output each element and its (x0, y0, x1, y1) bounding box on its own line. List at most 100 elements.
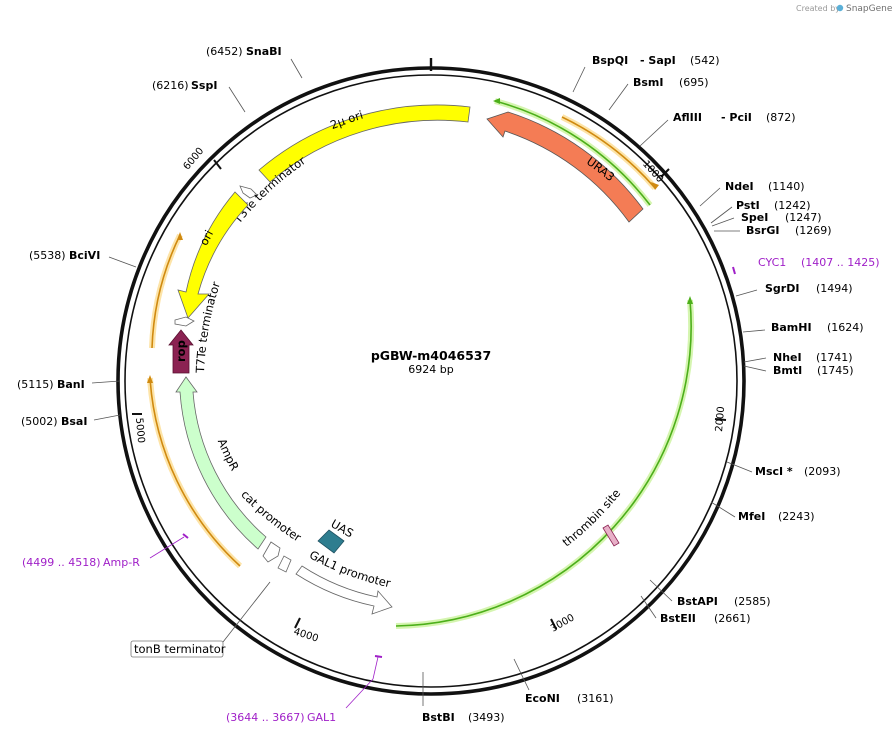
site-pos-psti: (1242) (774, 199, 811, 212)
left-orange-lower (149, 377, 241, 567)
feature-cat-promoter[interactable] (262, 541, 281, 563)
site-pos-bsai: (5002) (21, 415, 58, 428)
primer-leader-ampr (149, 536, 185, 559)
site-bmti[interactable]: BmtI (773, 364, 802, 377)
site-afliii[interactable]: AflIII (673, 111, 702, 124)
site-pos-ndei: (1140) (768, 180, 805, 193)
bsmi-orange-track (561, 116, 656, 189)
ura3-track-arrow-icon (493, 98, 500, 104)
tick-label-4000: 4000 (292, 626, 320, 644)
site-pos-bamhi: (1624) (827, 321, 864, 334)
primer-cyc1[interactable]: CYC1 (758, 256, 786, 269)
feature-gal1-promoter[interactable] (295, 565, 393, 615)
label-tonb-terminator[interactable]: tonB terminator (134, 642, 226, 656)
site-pos-bspqi: (542) (690, 54, 720, 67)
site-leader-lines (91, 58, 767, 706)
site-pos-bsmi: (695) (679, 76, 709, 89)
site-pos-sgrdi: (1494) (816, 282, 853, 295)
site-pos-econi: (3161) (577, 692, 614, 705)
feature-thrombin-site[interactable] (602, 524, 620, 547)
site-bani[interactable]: BanI (57, 378, 85, 391)
feature-ori[interactable] (177, 191, 249, 319)
primer-ampr[interactable]: Amp-R (103, 556, 140, 569)
left-orange-upper (151, 234, 181, 349)
feature-ampr[interactable] (175, 376, 267, 550)
site-pos-afliii: (872) (766, 111, 796, 124)
feature-ura3[interactable] (486, 111, 644, 223)
credit-prefix: Created by (796, 4, 840, 13)
site-mfei[interactable]: MfeI (738, 510, 765, 523)
scale-ticks (132, 159, 727, 630)
primer-leader-gal1-b (372, 656, 379, 680)
snapgene-logo-icon (836, 4, 844, 12)
site-pos-bmti: (1745) (817, 364, 854, 377)
ura3-track (494, 100, 651, 206)
plasmid-length: 6924 bp (408, 363, 453, 376)
site-pos-bstapi: (2585) (734, 595, 771, 608)
site-snabi[interactable]: SnaBI (246, 45, 282, 58)
site-bsmi[interactable]: BsmI (633, 76, 664, 89)
tick-label-5000: 5000 (133, 417, 146, 443)
tonb-label-box (130, 640, 224, 658)
site-pos-snabi: (6452) (206, 45, 243, 58)
tick-label-2000: 2000 (714, 406, 727, 432)
feature-tonb-terminator[interactable] (277, 555, 292, 573)
green-orf-arrow-icon (687, 296, 693, 304)
primer-range-cyc1: (1407 .. 1425) (801, 256, 880, 269)
backbone-inner-ring (124, 74, 738, 688)
primer-mark-ampr (182, 533, 189, 539)
site-psti[interactable]: PstI (736, 199, 760, 212)
site-pos-mfei: (2243) (778, 510, 815, 523)
site-bstbi[interactable]: BstBI (422, 711, 455, 724)
orange-track-arrow-icon (651, 182, 659, 190)
site-sgrdi[interactable]: SgrDI (765, 282, 799, 295)
site-pos-bani: (5115) (17, 378, 54, 391)
site-spei[interactable]: SpeI (741, 211, 768, 224)
plasmid-name: pGBW-m4046537 (371, 348, 491, 363)
feature-t7te-terminator[interactable] (174, 316, 195, 327)
site-ndei[interactable]: NdeI (725, 180, 754, 193)
site-bsai[interactable]: BsaI (61, 415, 87, 428)
site-bsrgi[interactable]: BsrGI (746, 224, 779, 237)
site-bspqi[interactable]: BspQI (592, 54, 628, 67)
green-orf-track (395, 299, 692, 627)
primer-mark-gal1 (374, 655, 383, 658)
left-orange-upper-arrow-icon (177, 232, 183, 240)
site-pos-sspi: (6216) (152, 79, 189, 92)
site-bstapi[interactable]: BstAPI (677, 595, 718, 608)
site-pcii[interactable]: - PciI (721, 111, 752, 124)
left-orange-lower-arrow-icon (147, 375, 153, 383)
label-ori: ori (197, 228, 216, 248)
site-pos-bsrgi: (1269) (795, 224, 832, 237)
feature-t3te-terminator[interactable] (239, 185, 258, 199)
primer-range-gal1: (3644 .. 3667) (226, 711, 305, 724)
site-msci[interactable]: MscI * (755, 465, 793, 478)
site-nhei[interactable]: NheI (773, 351, 802, 364)
primer-range-ampr: (4499 .. 4518) (22, 556, 101, 569)
site-bamhi[interactable]: BamHI (771, 321, 812, 334)
credit-brand: SnapGene (846, 4, 893, 14)
site-sapi[interactable]: - SapI (640, 54, 676, 67)
primer-gal1[interactable]: GAL1 (307, 711, 336, 724)
feature-rop[interactable] (168, 329, 194, 374)
site-pos-msci: (2093) (804, 465, 841, 478)
site-pos-bstbi: (3493) (468, 711, 505, 724)
site-pos-bsteii: (2661) (714, 612, 751, 625)
primer-leader-gal1-a (345, 678, 374, 709)
left-orange-upper-glow (149, 233, 183, 349)
site-econi[interactable]: EcoNI (525, 692, 560, 705)
tick-label-3000: 3000 (549, 612, 577, 634)
site-pos-spei: (1247) (785, 211, 822, 224)
site-pos-bcivi: (5538) (29, 249, 66, 262)
primer-mark-cyc1 (732, 266, 736, 275)
site-bcivi[interactable]: BciVI (69, 249, 100, 262)
site-sspi[interactable]: SspI (191, 79, 217, 92)
label-rop: rop (174, 340, 188, 362)
feature-2mu-ori[interactable] (258, 104, 471, 183)
left-orange-lower-glow (147, 377, 243, 569)
site-bsteii[interactable]: BstEII (660, 612, 696, 625)
site-pos-nhei: (1741) (816, 351, 853, 364)
label-ampr: AmpR (215, 437, 242, 473)
feature-uas[interactable] (317, 529, 345, 554)
